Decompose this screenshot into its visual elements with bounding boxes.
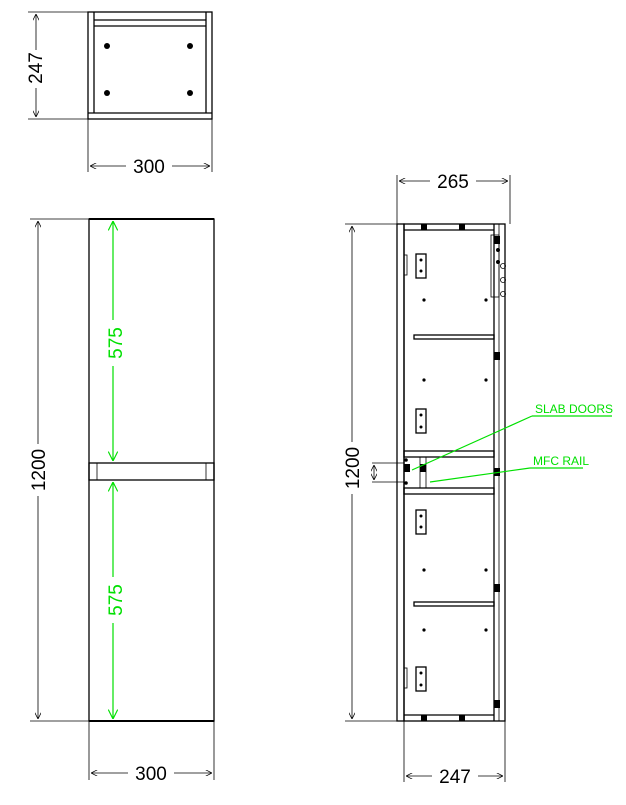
hinge-plate — [415, 253, 427, 279]
slab-doors-leader — [411, 415, 533, 471]
top-view: 247 300 — [24, 11, 213, 178]
upper-door-label: 575 — [106, 327, 127, 359]
side-mfc-rail — [403, 450, 495, 458]
top-width-label: 300 — [133, 157, 165, 178]
shelf-pin-holes — [422, 298, 488, 632]
front-height-label: 1200 — [29, 449, 50, 491]
hinge-hole — [187, 90, 193, 96]
side-view: SLAB DOORS MFC RAIL 265 1200 247 — [340, 171, 613, 788]
top-view-outline — [87, 11, 213, 120]
side-top-width-label: 265 — [437, 172, 469, 193]
side-bottom-width-label: 247 — [439, 767, 471, 788]
side-height-label: 1200 — [343, 447, 364, 489]
hinge-hole — [104, 43, 110, 49]
front-mfc-rail — [88, 462, 215, 481]
wall-bracket — [490, 234, 500, 298]
hinge-plate — [415, 408, 427, 434]
mfc-rail-callout: MFC RAIL — [533, 454, 589, 468]
side-slab-door — [396, 223, 405, 722]
side-carcass-outline — [403, 223, 506, 722]
mfc-rail-leader — [429, 467, 531, 483]
lower-door-label: 575 — [106, 584, 127, 616]
hinge-hole — [187, 43, 193, 49]
hinge-plate — [415, 666, 427, 692]
slab-doors-callout: SLAB DOORS — [535, 402, 613, 416]
hinge-hole — [104, 90, 110, 96]
front-width-label: 300 — [135, 764, 167, 785]
hinge-plate — [415, 509, 427, 535]
shelf — [413, 334, 495, 340]
front-view-outline — [88, 218, 215, 722]
top-depth-label: 247 — [26, 52, 47, 84]
shelf — [413, 601, 495, 607]
front-view: 575 575 1200 300 — [26, 218, 215, 785]
